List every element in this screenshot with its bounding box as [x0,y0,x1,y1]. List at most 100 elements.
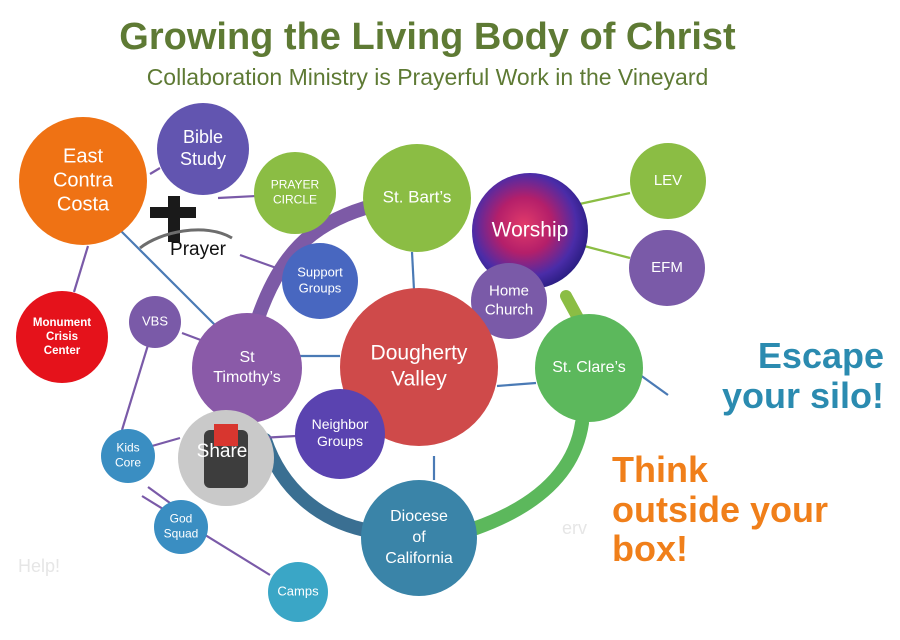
node-st-clares-label: St. Clare’s [552,359,626,376]
node-st-timothys-label: Timothy’s [213,369,281,386]
node-efm: EFM [629,230,705,306]
line-east-contra-costa-st-timothys [119,229,219,329]
node-god-squad-label: God [170,512,193,526]
node-camps-circle [268,562,328,622]
node-neighbor-groups-label: Groups [317,433,363,449]
node-st-barts: St. Bart’s [363,144,471,252]
node-east-contra-costa-label: Costa [57,193,110,215]
node-worship-circle [472,173,588,289]
node-diocese-of-california-label: California [385,550,453,567]
node-monument-crisis-center-label: Center [44,345,81,357]
line-worship-efm [583,244,631,260]
faint-text-fragment: erv [562,518,588,538]
node-vbs-label: VBS [142,313,168,328]
node-efm-label: EFM [651,259,683,276]
node-vbs: VBS [129,296,181,348]
node-east-contra-costa-label: Contra [53,169,114,191]
node-home-church-circle [471,263,547,339]
node-st-timothys-circle [192,313,302,423]
line-vbs-kids-core [120,344,150,431]
node-monument-crisis-center-label: Monument [33,317,91,329]
node-prayer-circle-label: CIRCLE [273,193,317,207]
line-worship-lev [574,191,631,207]
node-efm-circle [629,230,705,306]
node-dougherty-valley-circle [340,288,498,446]
bicycle-frame-icon [214,424,238,446]
node-bible-study-label: Study [180,149,226,169]
arc-diocese-to-st-clares [469,416,589,535]
node-monument-crisis-center-label: Crisis [46,331,78,343]
node-st-barts-circle [363,144,471,252]
node-st-timothys-label: St [239,349,255,366]
node-home-church-label: Church [485,301,533,318]
node-prayer-circle-label: PRAYER [271,178,320,192]
line-dougherty-valley-st-clares [496,381,537,388]
arc-st-timothys-to-st-barts [251,201,372,325]
node-neighbor-groups-label: Neighbor [312,416,369,432]
node-dougherty-valley-label: Valley [391,368,447,391]
swoosh-icon [139,228,233,250]
node-camps: Camps [268,562,328,622]
prayer-label: Prayer [170,239,227,260]
node-lev-circle [630,143,706,219]
node-diocese-of-california-circle [361,480,477,596]
node-dougherty-valley-label: Dougherty [371,342,468,365]
prayer-graphic: Prayer [139,196,233,260]
node-st-barts-label: St. Bart’s [383,187,452,206]
node-lev: LEV [630,143,706,219]
node-camps-label: Camps [277,583,319,598]
node-worship-label: Worship [492,219,569,242]
node-east-contra-costa-circle [19,117,147,245]
line-east-contra-costa-monument [72,245,90,293]
line-st-barts-dougherty-valley [410,251,416,291]
node-kids-core-label: Core [115,456,141,470]
node-diocese-of-california-label: of [412,529,426,546]
node-god-squad-label: Squad [164,527,199,541]
node-worship: Worship [472,173,588,289]
node-diocese-of-california-label: Diocese [390,508,448,525]
node-support-groups-label: Support [297,264,343,279]
node-vbs-circle [129,296,181,348]
escape-callout-line: your silo! [721,374,884,416]
node-support-groups-label: Groups [299,280,342,295]
cross-icon-horizontal [150,207,196,218]
line-prayer-to-prayer-circle [217,194,257,200]
think-callout-line: box! [612,528,688,570]
node-bible-study-label: Bible [183,127,223,147]
node-st-clares-circle [535,314,643,422]
line-prayer-to-support-groups [239,253,283,272]
diagram-subtitle: Collaboration Ministry is Prayerful Work… [146,64,709,90]
node-kids-core-label: Kids [116,441,139,455]
node-neighbor-groups-circle [295,389,385,479]
arc-worship-to-st-clares [560,290,584,324]
node-st-clares: St. Clare’s [535,314,643,422]
share-photo-node: Share [178,410,274,506]
node-monument-crisis-center-circle [16,291,108,383]
decorations: Prayer [139,196,233,260]
diagram-title: Growing the Living Body of Christ [119,16,736,58]
line-kids-core-god-squad [147,486,171,504]
think-callout-line: outside your [612,488,829,530]
node-east-contra-costa-label: East [63,145,103,167]
node-kids-core-circle [101,429,155,483]
share-label: Share [197,441,248,462]
node-bible-study-circle [157,103,249,195]
think-callout-line: Think [612,449,708,490]
escape-callout-line: Escape [757,335,884,376]
